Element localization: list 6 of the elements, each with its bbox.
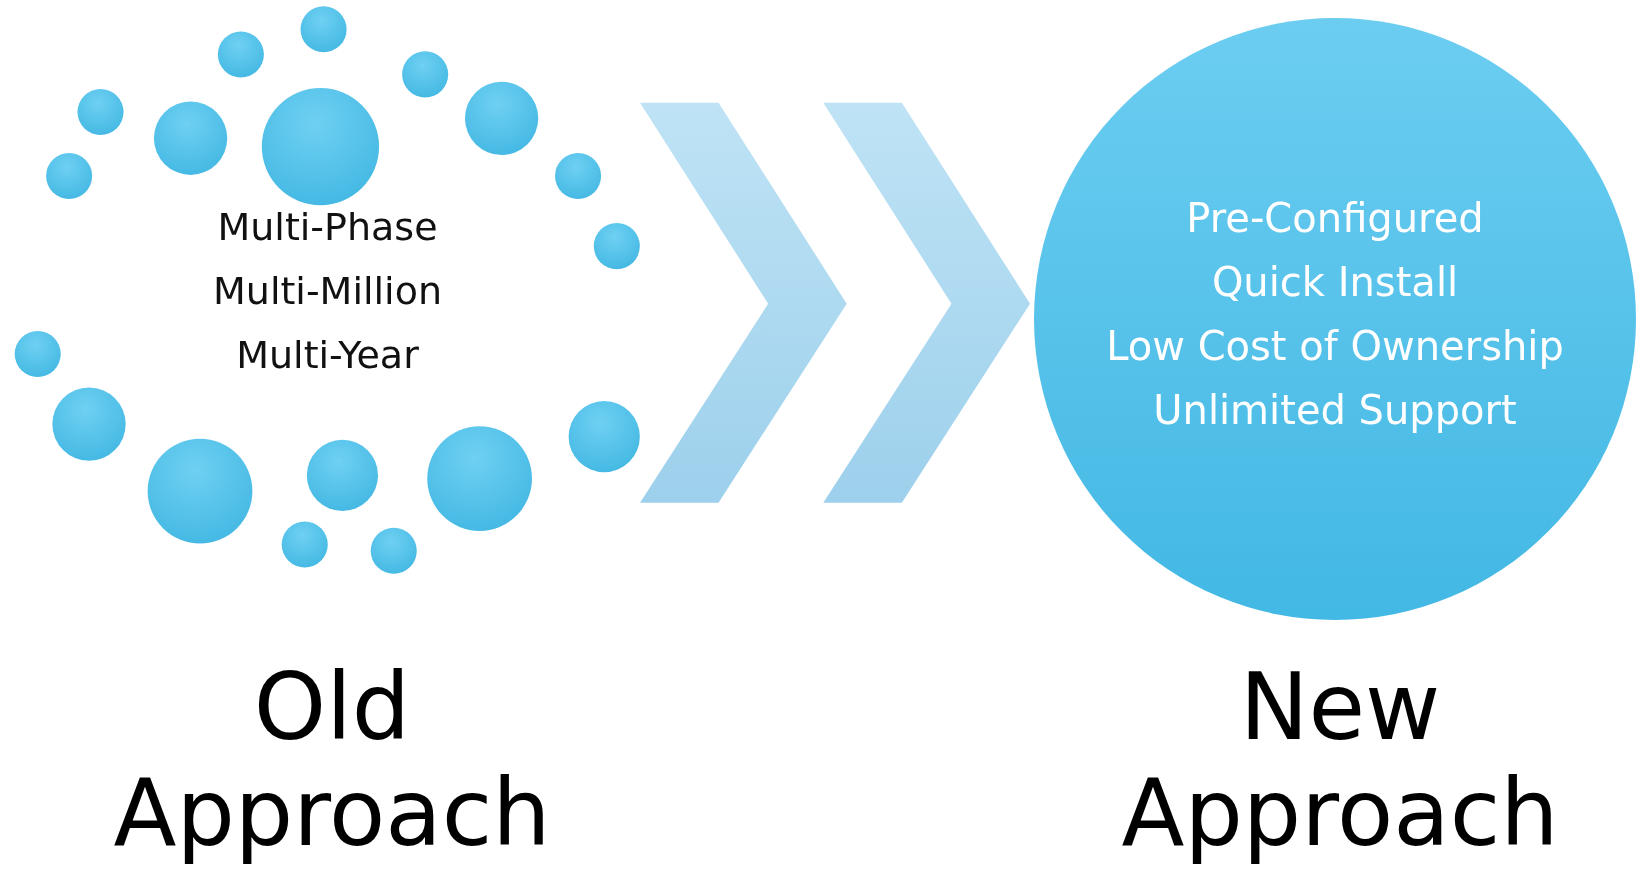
node-text: Multi-Million [212, 269, 443, 315]
double-chevron-arrow [640, 102, 1030, 503]
node-text: Multi-Year [235, 333, 420, 379]
approach-heading: New Approach [1120, 655, 1560, 867]
approach-heading: Old Approach [112, 655, 552, 867]
node-text: Multi-Phase [216, 205, 439, 251]
